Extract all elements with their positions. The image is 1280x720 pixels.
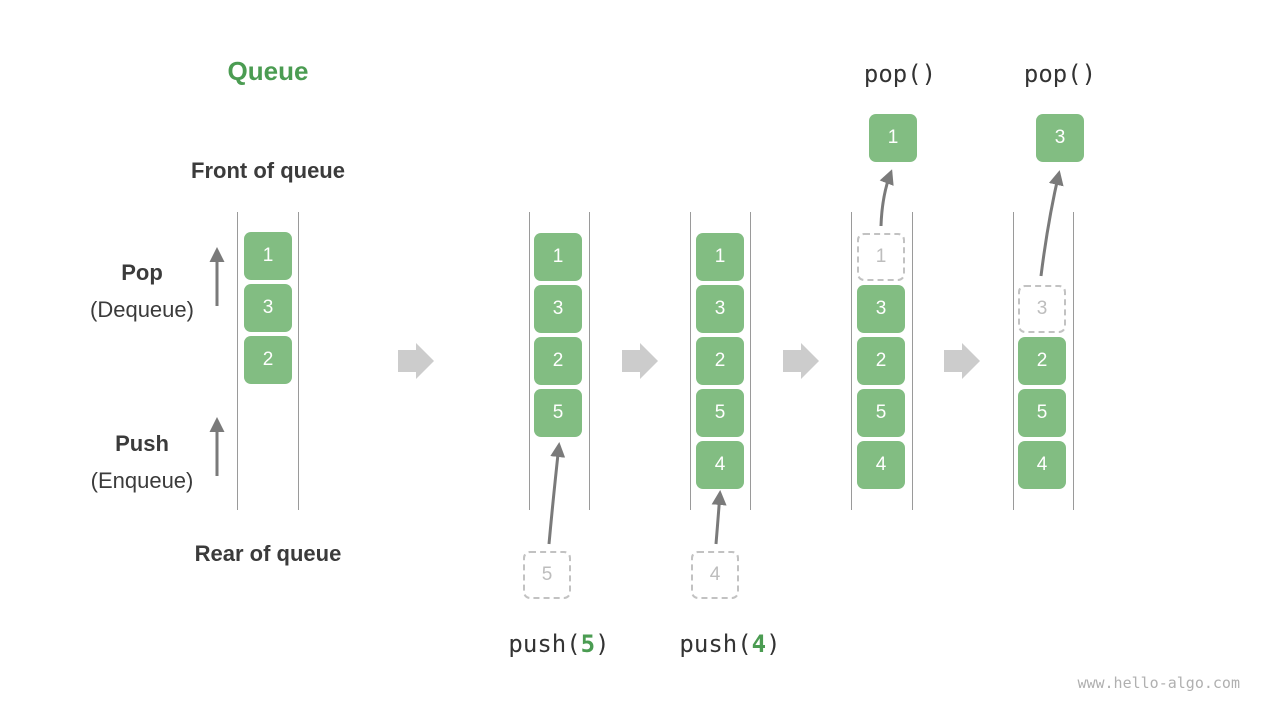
queue-element: 4 — [1018, 441, 1066, 489]
queue-element: 1 — [534, 233, 582, 281]
removed-slot: 3 — [1018, 285, 1066, 333]
removed-element: 3 — [1036, 114, 1084, 162]
push-operation-label: push(4) — [679, 630, 781, 658]
front-of-queue-label: Front of queue — [191, 158, 345, 183]
queue-wall-right — [1073, 212, 1074, 510]
queue-wall-right — [750, 212, 751, 510]
removed-element: 1 — [869, 114, 917, 162]
queue-element: 5 — [857, 389, 905, 437]
queue-element: 2 — [696, 337, 744, 385]
rear-of-queue-label: Rear of queue — [194, 541, 342, 566]
pop-arrow — [1039, 170, 1064, 277]
pop-arrow — [879, 169, 894, 227]
incoming-element: 4 — [691, 551, 739, 599]
enqueue-label: (Enqueue) — [90, 468, 194, 493]
push-arrow — [711, 490, 727, 545]
step-arrow-icon — [944, 343, 980, 379]
queue-element: 5 — [1018, 389, 1066, 437]
queue-element: 3 — [857, 285, 905, 333]
queue-element: 3 — [534, 285, 582, 333]
pop-operation-label: pop() — [1023, 60, 1097, 88]
queue-wall-left — [1013, 212, 1014, 510]
step-arrow-icon — [783, 343, 819, 379]
queue-wall-right — [589, 212, 590, 510]
push-operation-label: push(5) — [508, 630, 610, 658]
incoming-element: 5 — [523, 551, 571, 599]
step-arrow-icon — [622, 343, 658, 379]
queue-wall-right — [912, 212, 913, 510]
dequeue-label: (Dequeue) — [90, 297, 194, 322]
queue-wall-left — [851, 212, 852, 510]
watermark: www.hello-algo.com — [1077, 674, 1240, 692]
push-label: Push — [115, 431, 169, 456]
queue-wall-left — [237, 212, 238, 510]
queue-element: 2 — [244, 336, 292, 384]
push-arrow — [547, 442, 566, 545]
queue-element: 5 — [534, 389, 582, 437]
queue-element: 3 — [244, 284, 292, 332]
queue-element: 4 — [696, 441, 744, 489]
diagram-title: Queue — [227, 56, 309, 86]
queue-element: 3 — [696, 285, 744, 333]
queue-wall-right — [298, 212, 299, 510]
removed-slot: 1 — [857, 233, 905, 281]
queue-element: 2 — [1018, 337, 1066, 385]
queue-element: 1 — [696, 233, 744, 281]
queue-wall-left — [690, 212, 691, 510]
queue-element: 2 — [534, 337, 582, 385]
queue-wall-left — [529, 212, 530, 510]
queue-element: 2 — [857, 337, 905, 385]
queue-element: 5 — [696, 389, 744, 437]
pop-label: Pop — [121, 260, 163, 285]
queue-element: 4 — [857, 441, 905, 489]
step-arrow-icon — [398, 343, 434, 379]
queue-element: 1 — [244, 232, 292, 280]
pop-operation-label: pop() — [863, 60, 937, 88]
